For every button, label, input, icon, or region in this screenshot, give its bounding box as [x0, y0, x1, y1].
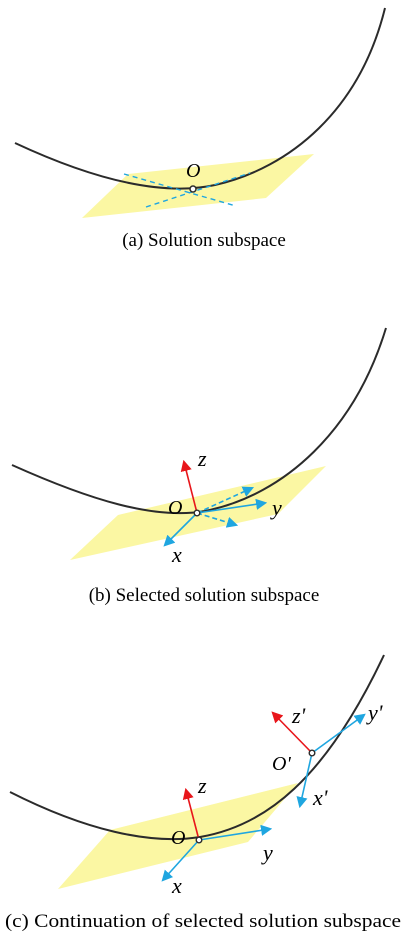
x-axis	[161, 839, 200, 882]
y-prime-axis-label: y'	[366, 700, 383, 725]
x-prime-axis-label: x'	[312, 785, 328, 810]
dashed-direction-1	[123, 173, 237, 207]
tangent-plane	[82, 154, 314, 218]
y-axis-label: y	[261, 840, 273, 865]
dashed-direction-2	[145, 172, 251, 208]
z-prime-axis	[271, 711, 313, 754]
x-prime-axis	[296, 752, 313, 809]
z-axis-label: z	[197, 446, 207, 471]
y-prime-axis	[311, 713, 366, 754]
origin-label: O	[186, 160, 200, 182]
tangent-plane	[58, 783, 298, 889]
solution-curve	[11, 327, 387, 515]
z-axis	[180, 459, 198, 514]
origin-label: O	[168, 497, 182, 519]
x-axis	[163, 512, 198, 547]
z-axis	[182, 787, 200, 841]
origin-prime-point	[308, 749, 316, 757]
caption-b: (b) Selected solution subspace	[89, 585, 320, 606]
z-axis-label: z	[197, 773, 207, 798]
y-axis	[198, 824, 273, 841]
origin-prime-label: O'	[272, 753, 291, 775]
origin-label: O	[171, 827, 185, 849]
x-axis-label: x	[171, 873, 182, 898]
panel-c: O z y x O' z' y' x' (c) Continuation of …	[5, 654, 401, 932]
caption-c: (c) Continuation of selected solution su…	[5, 911, 401, 932]
origin-point	[189, 185, 197, 193]
y-axis	[196, 498, 268, 514]
dashed-direction-2	[196, 512, 239, 528]
caption-a: (a) Solution subspace	[122, 230, 286, 251]
origin-point	[195, 836, 203, 844]
dashed-direction-1	[196, 486, 255, 514]
x-axis-label: x	[171, 542, 182, 567]
z-prime-axis-label: z'	[291, 703, 306, 728]
panel-a: O (a) Solution subspace	[14, 7, 386, 251]
panel-b: O z y x (b) Selected solution subspace	[11, 327, 387, 606]
y-axis-label: y	[270, 495, 282, 520]
origin-point	[193, 509, 201, 517]
